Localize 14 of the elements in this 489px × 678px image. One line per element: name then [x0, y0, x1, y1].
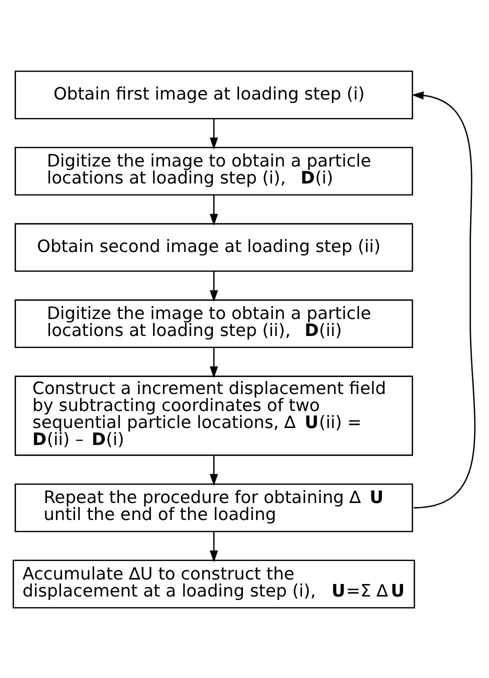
arrow [210, 194, 218, 226]
node-box: Obtain second image at loading step (ii) [14, 222, 414, 272]
arrow [412, 90, 476, 508]
arrow [210, 531, 218, 562]
node-box: Digitize the image to obtain a particle locations at loading step (ii), D(ii) [14, 298, 414, 348]
node-box: Repeat the procedure for obtaining ∆U until the end of the loading [14, 482, 414, 532]
node-box: Construct a increment displacement field by subtracting coordinates of two sequential particle locations, ∆U(ii) = D(ii) – D(i) [14, 375, 414, 456]
arrow [210, 270, 218, 302]
arrow [210, 347, 218, 378]
node-box: Accumulate ∆U to construct the displacement at a loading step (i), U=Σ ∆U [12, 559, 416, 608]
node-box: Digitize the image to obtain a particle locations at loading step (i), D(i) [14, 146, 414, 196]
arrow [210, 455, 218, 486]
arrow [210, 118, 218, 150]
node-box: Obtain first image at loading step (i) [14, 70, 414, 119]
